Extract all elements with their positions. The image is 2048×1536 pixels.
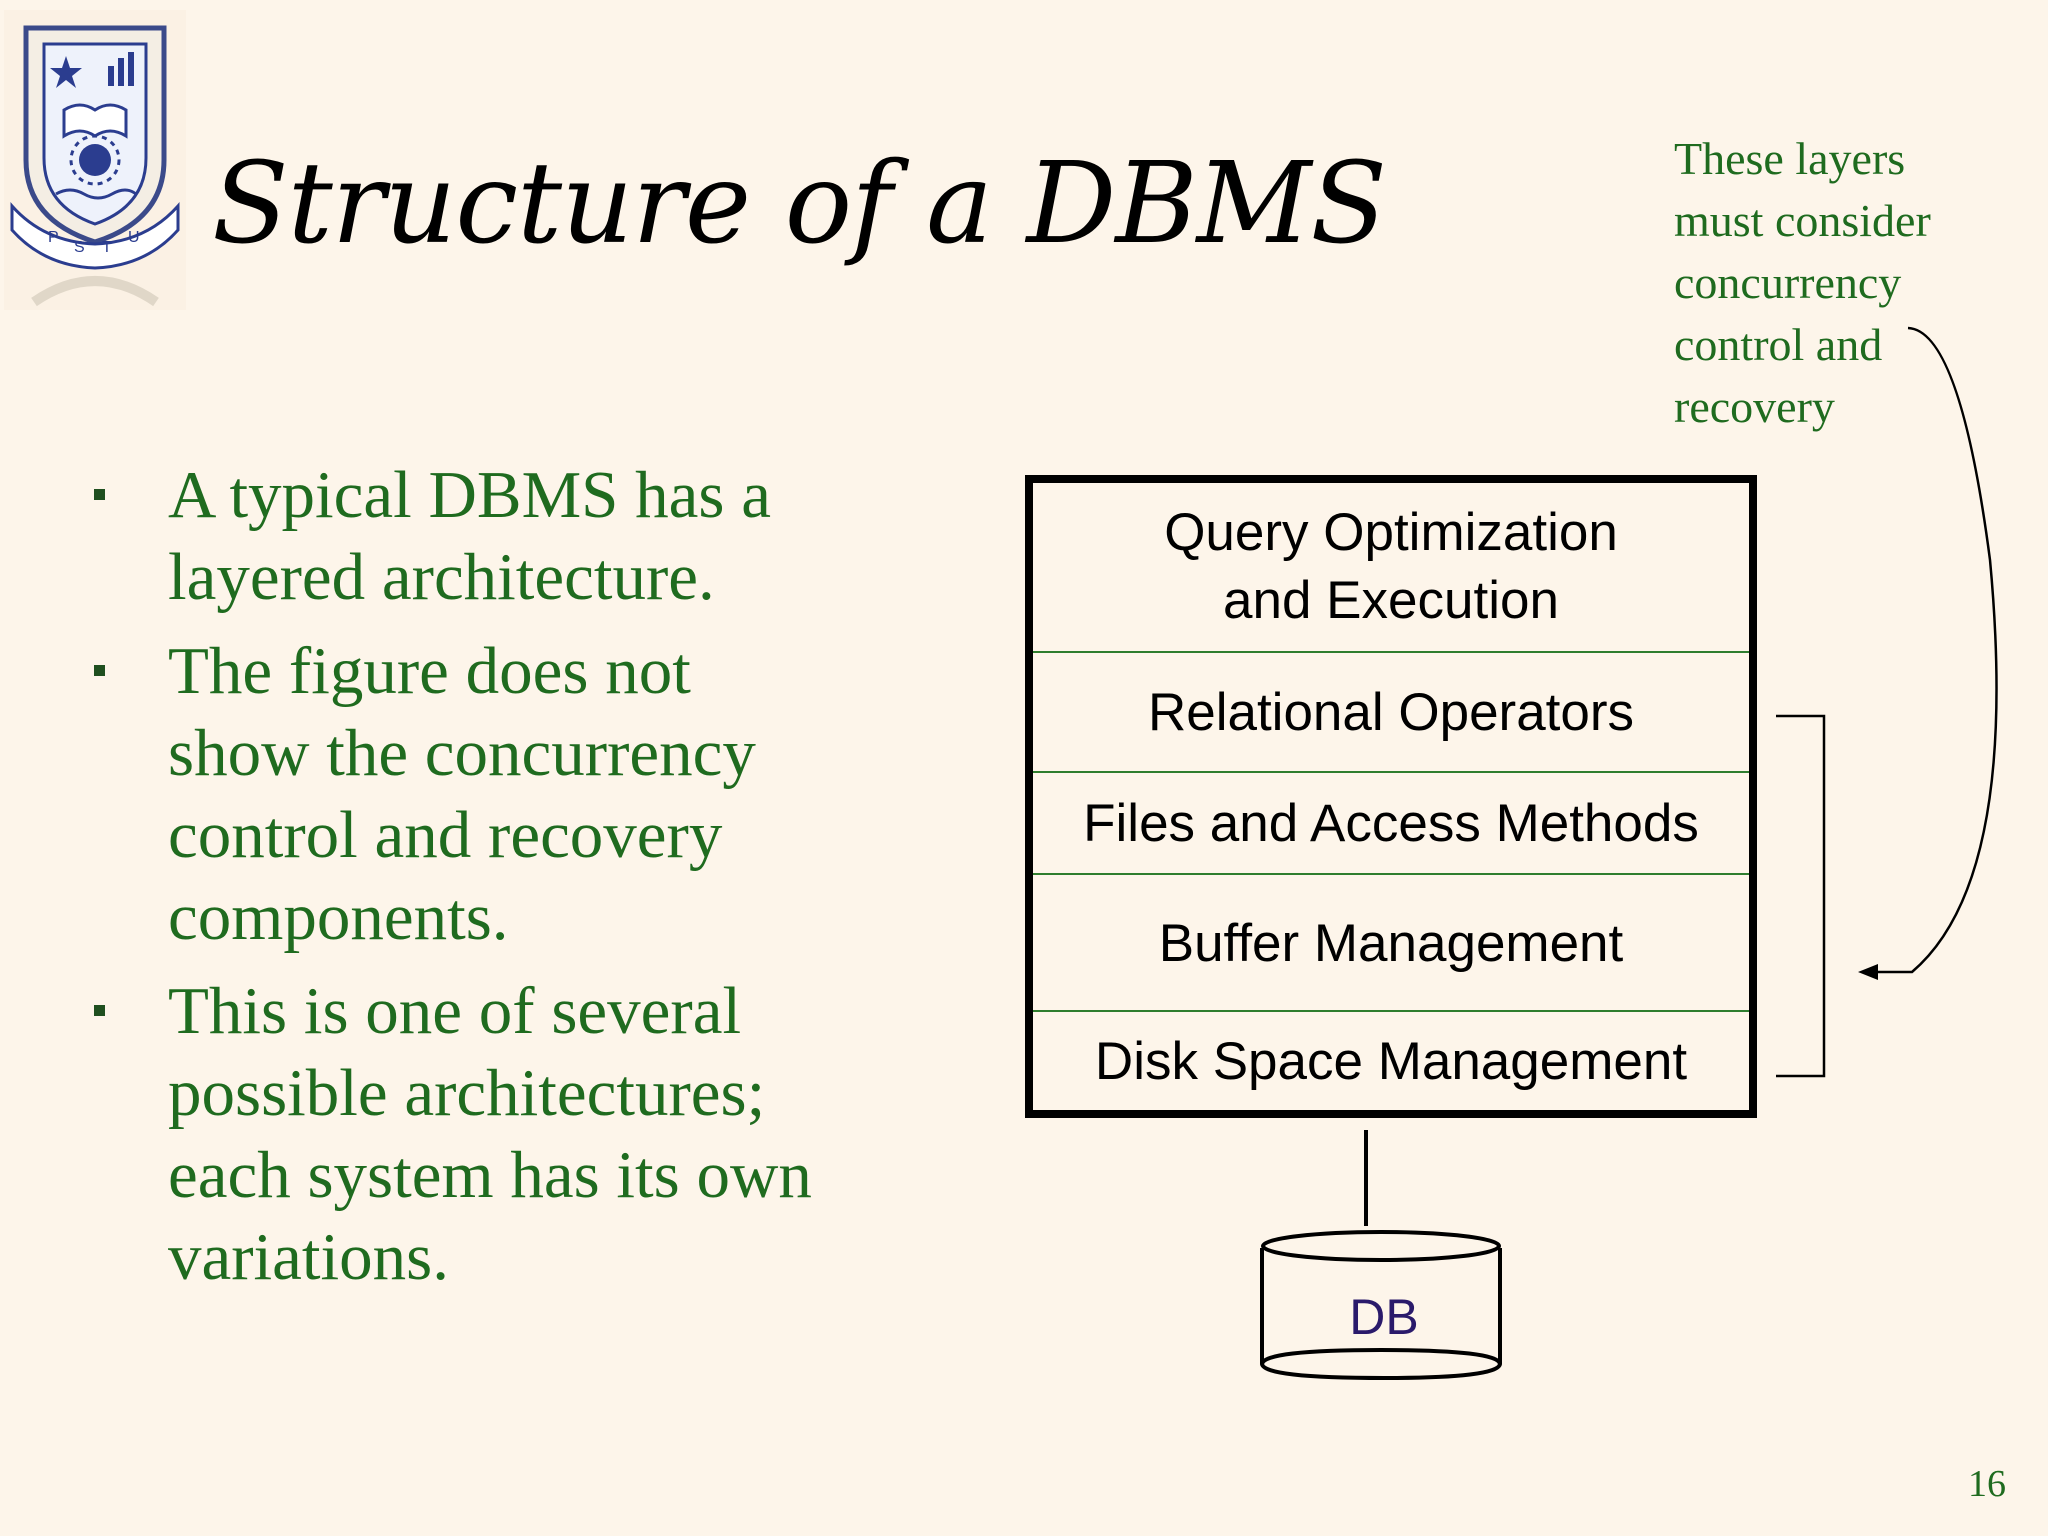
bullet-line: show the concurrency (168, 716, 756, 790)
side-note-line: control and (1674, 319, 1883, 370)
bullet-line: variations. (168, 1220, 449, 1294)
bullet-item: This is one of several possible architec… (86, 970, 926, 1298)
bullet-line: A typical DBMS has a (168, 458, 771, 532)
bullet-item: The figure does not show the concurrency… (86, 630, 926, 958)
layer-buffer-management: Buffer Management (1033, 873, 1749, 1012)
bullet-line: The figure does not (168, 634, 691, 708)
side-note: These layers must consider concurrency c… (1674, 128, 2014, 438)
bullet-item: A typical DBMS has a layered architectur… (86, 454, 926, 618)
side-note-line: must consider (1674, 195, 1931, 246)
bullet-marker-icon (94, 1005, 105, 1016)
layer-relational-operators: Relational Operators (1033, 651, 1749, 773)
layer-query-optimization: Query Optimization and Execution (1033, 483, 1749, 651)
bullet-line: components. (168, 880, 509, 954)
arrowhead-icon (1858, 964, 1878, 980)
layer-bracket (1776, 714, 1826, 1078)
side-note-line: recovery (1674, 381, 1835, 432)
layer-label: Query Optimization (1164, 503, 1618, 562)
slide-title: Structure of a DBMS (212, 139, 1387, 269)
bullet-line: each system has its own (168, 1138, 812, 1212)
page-number: 16 (1968, 1463, 2006, 1505)
layer-label: Disk Space Management (1094, 1032, 1688, 1091)
database-label: DB (1349, 1289, 1419, 1345)
side-note-line: concurrency (1674, 257, 1902, 308)
dbms-layer-stack: Query Optimization and Execution Relatio… (1025, 475, 1757, 1118)
svg-text:T: T (102, 239, 112, 256)
university-logo: P S T U (4, 10, 186, 310)
layer-label: Buffer Management (1158, 913, 1624, 973)
bullet-line: control and recovery (168, 798, 723, 872)
bullet-marker-icon (94, 665, 105, 676)
bullet-line: This is one of several (168, 974, 742, 1048)
side-note-line: These layers (1674, 133, 1906, 184)
bullet-line: layered architecture. (168, 540, 715, 614)
svg-text:U: U (128, 229, 140, 246)
svg-text:P: P (48, 229, 59, 246)
layer-label: Relational Operators (1147, 683, 1635, 742)
layer-label: and Execution (1223, 571, 1559, 630)
svg-text:S: S (74, 239, 85, 256)
bullet-marker-icon (94, 489, 105, 500)
layer-label: Files and Access Methods (1083, 794, 1699, 853)
layer-files-access-methods: Files and Access Methods (1033, 771, 1749, 875)
bullet-list: A typical DBMS has a layered architectur… (86, 454, 926, 1310)
layer-disk-space-management: Disk Space Management (1033, 1010, 1749, 1112)
bullet-line: possible architectures; (168, 1056, 766, 1130)
